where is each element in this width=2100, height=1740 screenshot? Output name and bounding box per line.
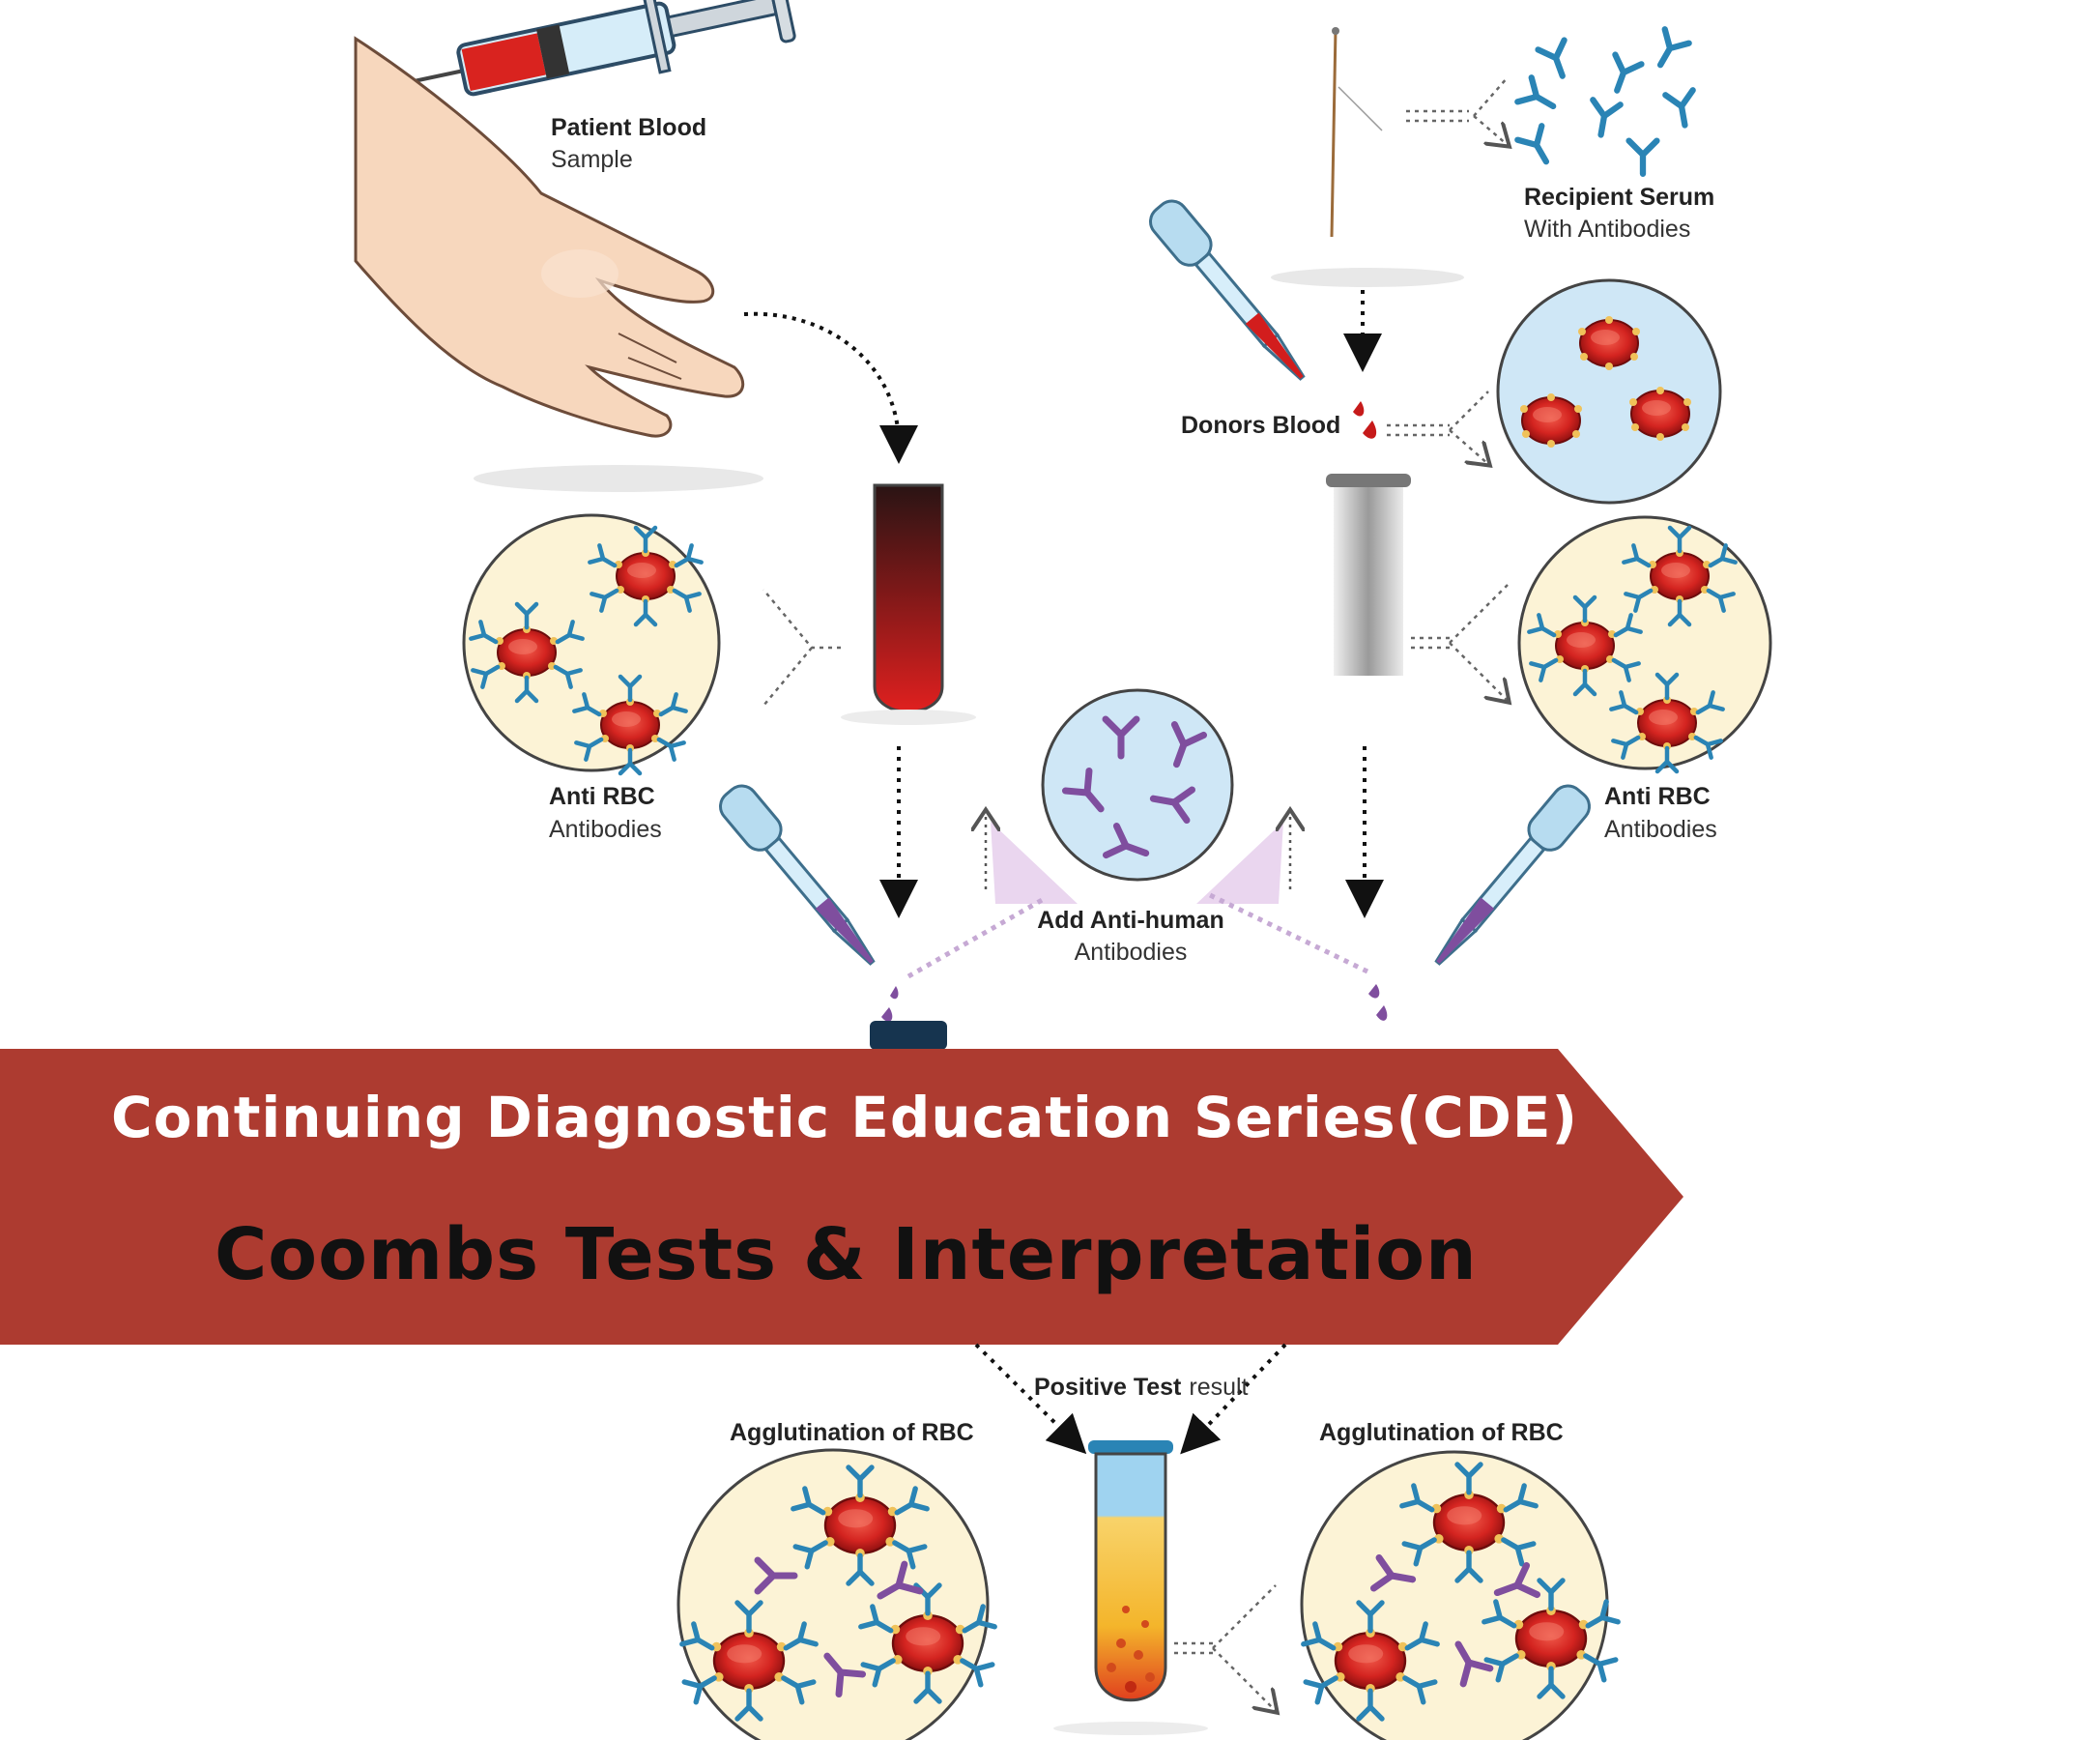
drop-icon <box>1376 1005 1388 1021</box>
drop-icon <box>1363 420 1377 439</box>
add-antihuman-sublabel: Antibodies <box>1075 939 1188 966</box>
recipient-serum-sublabel: With Antibodies <box>1524 216 1690 243</box>
donors-blood-label: Donors Blood <box>1181 412 1340 439</box>
recipient-serum-label: Recipient Serum <box>1524 184 1714 211</box>
agglutination-circle-right <box>1300 1450 1618 1740</box>
banner-background <box>0 1049 1683 1345</box>
pipette-icon <box>712 778 888 976</box>
flow-arrow <box>1449 584 1508 701</box>
anti-rbc-left-sublabel: Antibodies <box>549 816 662 843</box>
banner-subtitle: Coombs Tests & Interpretation <box>215 1213 1478 1296</box>
drop-icon <box>881 1007 893 1022</box>
drop-icon <box>890 986 899 1000</box>
flow-arrow <box>974 1343 1087 1455</box>
flow-arrow <box>1206 891 1369 974</box>
anti-rbc-circle-left <box>462 513 721 773</box>
flow-arrow <box>1473 76 1508 145</box>
patient-blood-label: Patient Blood <box>551 114 706 141</box>
flow-arrow <box>743 311 918 464</box>
anti-rbc-right-sublabel: Antibodies <box>1604 816 1717 843</box>
callout-triangle <box>1196 822 1283 904</box>
flow-arrow <box>906 896 1046 979</box>
anti-rbc-circle-right <box>1517 515 1772 771</box>
drop-icon <box>1353 401 1365 417</box>
callout-lines <box>1387 423 1450 437</box>
tube-cap-icon <box>870 1021 947 1050</box>
anti-human-antibody-circle <box>1041 688 1234 882</box>
needle-icon <box>1330 27 1383 238</box>
callout-triangle <box>991 822 1078 904</box>
agglutination-circle-left <box>676 1448 994 1740</box>
flow-arrow <box>1449 391 1488 464</box>
callout-lines <box>1411 636 1450 650</box>
drop-icon <box>1368 984 1380 999</box>
syringe-icon <box>376 0 796 97</box>
callout-lines <box>1406 109 1469 123</box>
positive-result-label: Positive Test result <box>1034 1374 1249 1401</box>
pipette-icon <box>1422 778 1597 976</box>
anti-rbc-right-label: Anti RBC <box>1604 783 1711 810</box>
callout-lines <box>762 589 841 707</box>
antibody-cluster <box>1517 29 1698 173</box>
agglutination-left-label: Agglutination of RBC <box>730 1419 974 1446</box>
positive-result-rest: result <box>1189 1374 1248 1401</box>
banner-title: Continuing Diagnostic Education Series(C… <box>111 1085 1578 1150</box>
flow-arrow <box>1212 1584 1276 1711</box>
anti-rbc-left-label: Anti RBC <box>549 783 655 810</box>
hand-icon <box>354 36 745 438</box>
blood-tube-icon <box>841 483 976 725</box>
callout-lines <box>1174 1641 1213 1655</box>
positive-result-strong: Positive Test <box>1034 1374 1182 1401</box>
add-antihuman-label: Add Anti-human <box>1037 907 1223 934</box>
donor-rbc-circle <box>1496 278 1722 505</box>
pipette-icon <box>1142 193 1318 392</box>
agglutination-right-label: Agglutination of RBC <box>1319 1419 1564 1446</box>
patient-blood-sublabel: Sample <box>551 146 633 173</box>
result-tube-icon <box>1053 1440 1208 1735</box>
test-tube-icon <box>1326 474 1411 676</box>
flow-arrow <box>1180 1343 1287 1455</box>
